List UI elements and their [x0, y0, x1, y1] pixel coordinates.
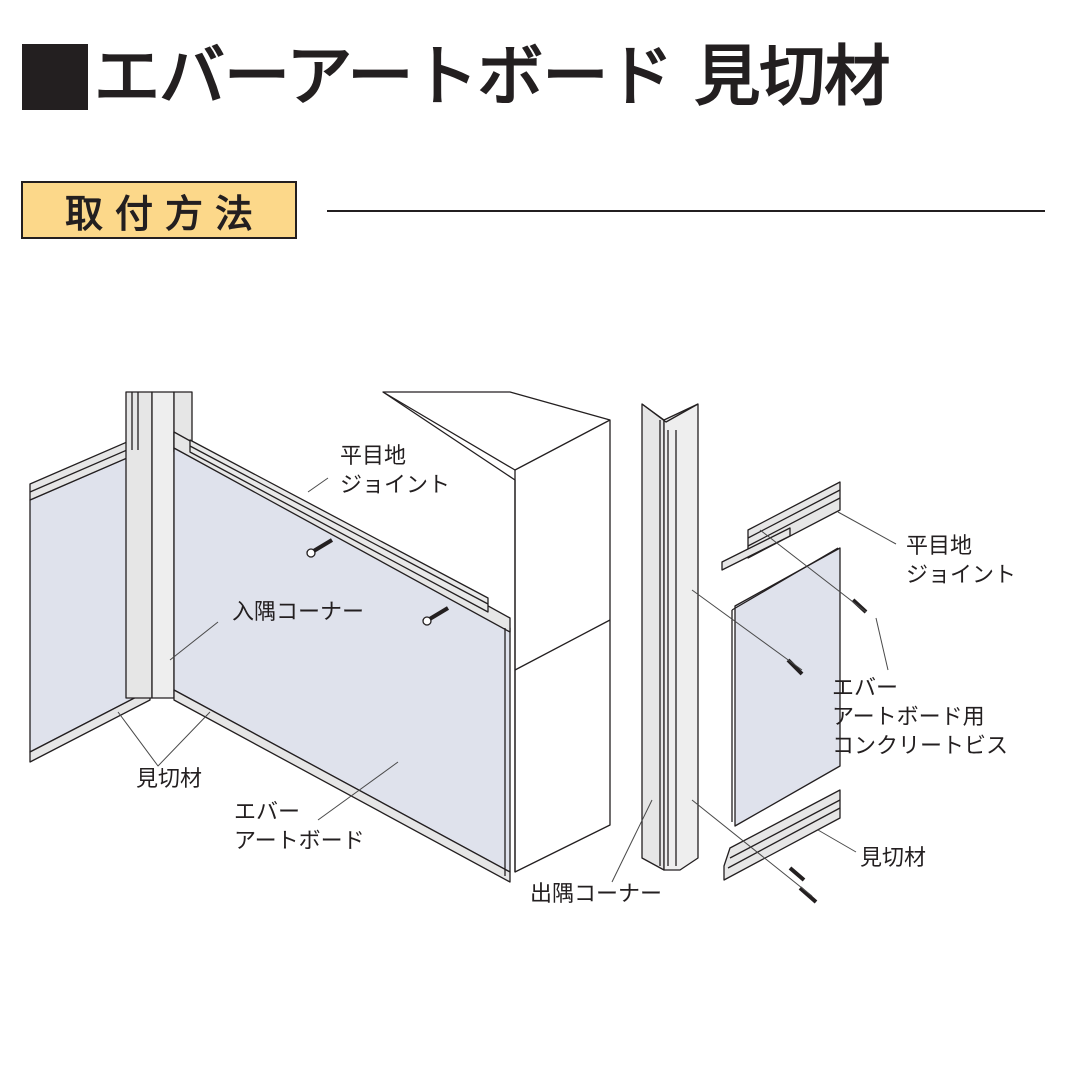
left-wall-board: [29, 431, 151, 763]
screw-icon-2: [422, 606, 450, 626]
label-inner-corner: 入隅コーナー: [232, 600, 365, 625]
section-divider: [327, 210, 1045, 212]
label-trim-right: 見切材: [860, 846, 927, 871]
exploded-trim-strip: [723, 789, 841, 881]
outer-corner-post: [641, 403, 699, 871]
concrete-wall-block: [382, 391, 611, 873]
inner-corner-post: [125, 391, 193, 699]
page-title: エバーアートボード 見切材: [22, 38, 890, 115]
main-art-board: [173, 431, 511, 883]
exploded-board: [731, 547, 841, 827]
label-concrete-screw: エバー アートボード用 コンクリートビス: [832, 676, 1009, 759]
label-art-board: エバー アートボード: [234, 800, 365, 854]
title-square-bullet: [22, 44, 88, 110]
screw-icon-1: [306, 538, 334, 558]
label-flat-joint-right: 平目地 ジョイント: [906, 534, 1017, 588]
page-title-text: エバーアートボード 見切材: [94, 38, 890, 115]
label-flat-joint-left: 平目地 ジョイント: [340, 444, 451, 498]
section-badge-text: 取付方法: [64, 191, 265, 236]
section-badge: 取付方法: [21, 181, 297, 239]
label-trim-left: 見切材: [136, 767, 203, 792]
label-outer-corner: 出隅コーナー: [530, 882, 663, 907]
